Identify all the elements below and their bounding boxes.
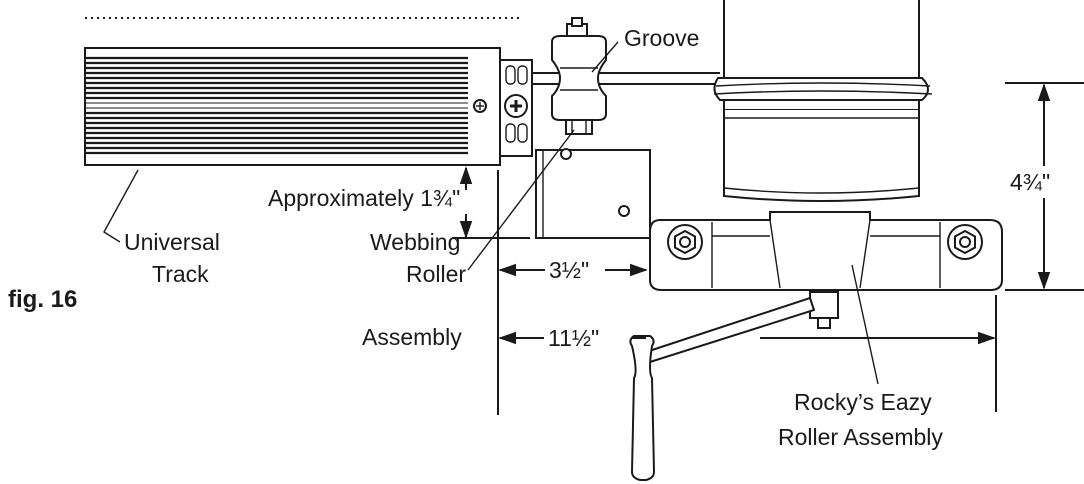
groove-label: Groove [624,25,699,51]
drum [713,0,933,202]
hex-nut-icon [667,224,703,260]
rocky-eazy-roller-base [649,211,1003,291]
dim-4-75-label: 4¾" [1010,169,1050,195]
crank-handle [629,291,839,481]
universal-track-label-1: Universal [124,229,220,255]
rocky-label-1: Rocky’s Eazy [794,389,932,415]
webbing-roller-assembly [535,17,651,239]
dim-3-5-label: 3½" [549,257,589,283]
universal-track-label-2: Track [152,261,209,287]
figure-label: fig. 16 [8,286,77,313]
rocky-leader [851,264,879,385]
universal-track [84,47,501,166]
groove-leader [591,41,619,73]
approximately-label: Approximately 1¾" [268,185,460,211]
rocky-label-2: Roller Assembly [778,424,943,450]
webbing-leader [467,129,575,271]
webbing-label-3: Assembly [362,324,462,350]
hex-nut-icon [947,224,983,260]
dim-11-5-label: 11½" [548,325,599,351]
webbing-label-1: Webbing [370,229,460,255]
track-end-bracket [499,59,533,157]
universal-track-leader [103,169,139,243]
webbing-label-2: Roller [406,261,466,287]
